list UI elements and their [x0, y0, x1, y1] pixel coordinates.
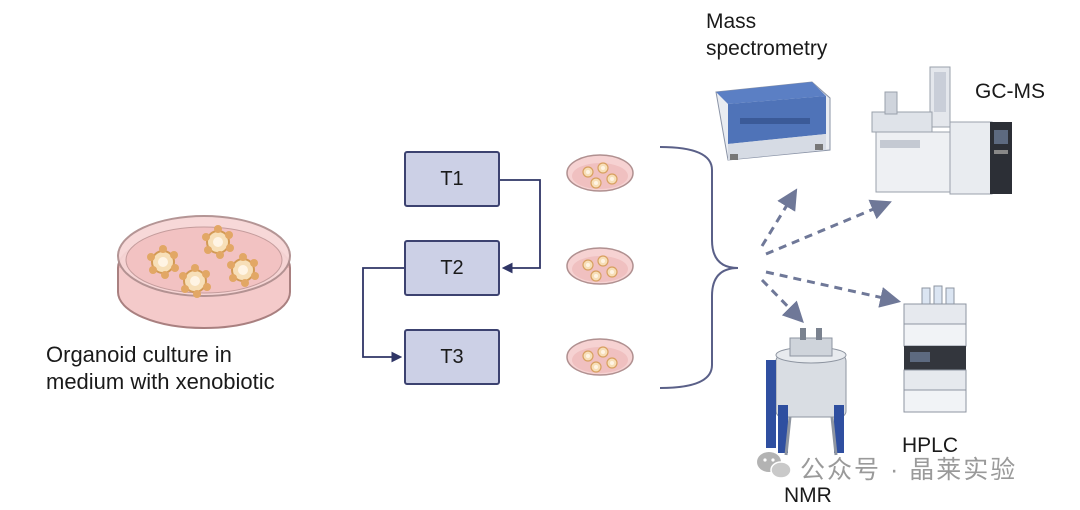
petri-dish-large [117, 215, 291, 329]
analysis-arrows [760, 188, 902, 324]
timepoint-box-t3: T3 [404, 329, 500, 385]
watermark-text: 公众号 · 晶莱实验 [800, 456, 1018, 484]
petri-dish-t2 [566, 247, 634, 285]
gc-ms-label: GC-MS [975, 80, 1045, 103]
hplc-label: HPLC [902, 434, 959, 457]
mass-spectrometry-label: Mass spectrometry [706, 8, 827, 62]
organoid-label-line1: Organoid culture in [46, 342, 232, 367]
organoid-culture-label: Organoid culture in medium with xenobiot… [46, 341, 275, 395]
mass-label-line1: Mass [706, 10, 757, 33]
timepoint-label: T3 [440, 345, 464, 368]
timepoint-label: T1 [440, 167, 464, 190]
watermark: 公众号 · 晶莱实验 [800, 450, 1017, 486]
mass-label-line2: spectrometry [706, 37, 828, 60]
grouping-brace [659, 146, 739, 389]
timepoint-connectors [362, 179, 541, 363]
timepoint-label: T2 [440, 256, 464, 279]
gc-ms-instrument [871, 66, 1012, 195]
nmr-label: NMR [784, 484, 832, 507]
organoid-label-line2: medium with xenobiotic [46, 369, 275, 394]
hplc-instrument [903, 285, 967, 413]
nmr-instrument [766, 328, 847, 456]
petri-dish-t3 [566, 338, 634, 376]
petri-dish-t1 [566, 154, 634, 192]
wechat-icon [757, 452, 792, 479]
mass-spectrometer-instrument [715, 81, 831, 161]
timepoint-box-t2: T2 [404, 240, 500, 296]
timepoint-box-t1: T1 [404, 151, 500, 207]
